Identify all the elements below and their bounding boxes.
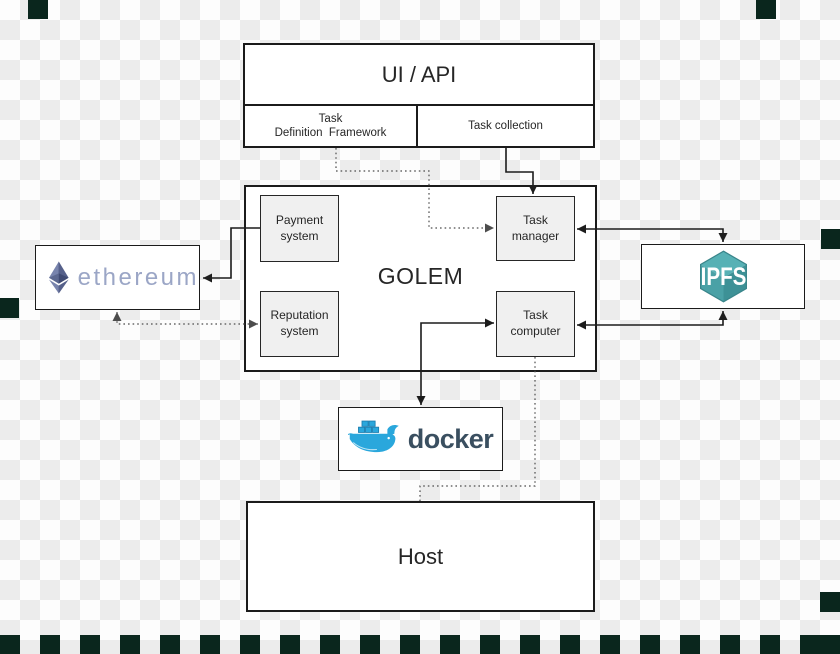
ethereum-logo-icon — [49, 261, 69, 294]
transparency-hole — [40, 635, 60, 654]
transparency-hole — [0, 298, 19, 318]
transparency-hole — [720, 635, 740, 654]
node-ipfs: IPFS — [641, 244, 805, 309]
transparency-hole — [680, 635, 700, 654]
reputation-line2: system — [280, 324, 319, 338]
node-payment-system: Payment system — [260, 195, 339, 262]
reputation-line1: Reputation — [270, 308, 329, 323]
transparency-hole — [240, 635, 260, 654]
task-collection-label: Task collection — [468, 119, 543, 132]
task-computer-line2: computer — [510, 324, 561, 338]
transparency-hole — [800, 635, 820, 654]
transparency-hole — [400, 635, 420, 654]
edge-task-computer-ipfs — [577, 311, 728, 330]
transparency-hole — [440, 635, 460, 654]
node-task-computer: Task computer — [496, 291, 575, 357]
node-task-manager: Task manager — [496, 196, 575, 261]
tdf-line2: Definition Framework — [274, 127, 387, 139]
payment-line1: Payment — [275, 212, 324, 227]
transparency-hole — [80, 635, 100, 654]
transparency-hole — [28, 0, 48, 19]
edge-ethereum-reputation — [112, 312, 258, 329]
transparency-hole — [280, 635, 300, 654]
transparency-hole — [480, 635, 500, 654]
transparency-hole — [820, 635, 840, 654]
node-ui-api: UI / API Task Definition Framework Task … — [243, 43, 595, 148]
node-host: Host — [246, 501, 595, 612]
task-computer-line1: Task — [523, 308, 548, 323]
transparency-hole — [560, 635, 580, 654]
docker-whale-icon — [347, 420, 399, 453]
task-manager-line2: manager — [511, 228, 560, 243]
node-ethereum: ethereum — [35, 245, 200, 310]
node-docker: docker — [338, 407, 503, 471]
cell-task-definition-framework: Task Definition Framework — [245, 106, 418, 146]
host-label: Host — [397, 543, 444, 569]
transparency-hole — [160, 635, 180, 654]
tdf-line1: Task — [318, 112, 343, 125]
transparency-hole — [0, 635, 20, 654]
transparency-hole — [320, 635, 340, 654]
cell-task-collection: Task collection — [418, 106, 593, 146]
docker-wordmark: docker — [407, 423, 494, 454]
transparency-hole — [640, 635, 660, 654]
payment-line2: system — [280, 228, 319, 243]
transparency-hole — [760, 635, 780, 654]
transparency-hole — [756, 0, 776, 19]
ipfs-logo-icon: IPFS — [699, 250, 747, 303]
transparency-hole — [520, 635, 540, 654]
transparency-hole — [821, 229, 840, 249]
transparency-hole — [360, 635, 380, 654]
ipfs-wordmark: IPFS — [700, 263, 746, 291]
node-reputation-system: Reputation system — [260, 291, 339, 357]
ui-api-subrow: Task Definition Framework Task collectio… — [245, 104, 593, 146]
transparency-hole — [200, 635, 220, 654]
ui-api-title: UI / API — [381, 61, 457, 87]
transparency-hole — [120, 635, 140, 654]
golem-label: GOLEM — [377, 263, 464, 289]
transparency-hole — [600, 635, 620, 654]
task-manager-line1: Task — [523, 212, 548, 227]
edge-task-manager-ipfs — [577, 224, 728, 242]
transparency-hole — [820, 592, 840, 612]
ethereum-wordmark: ethereum — [77, 263, 199, 291]
